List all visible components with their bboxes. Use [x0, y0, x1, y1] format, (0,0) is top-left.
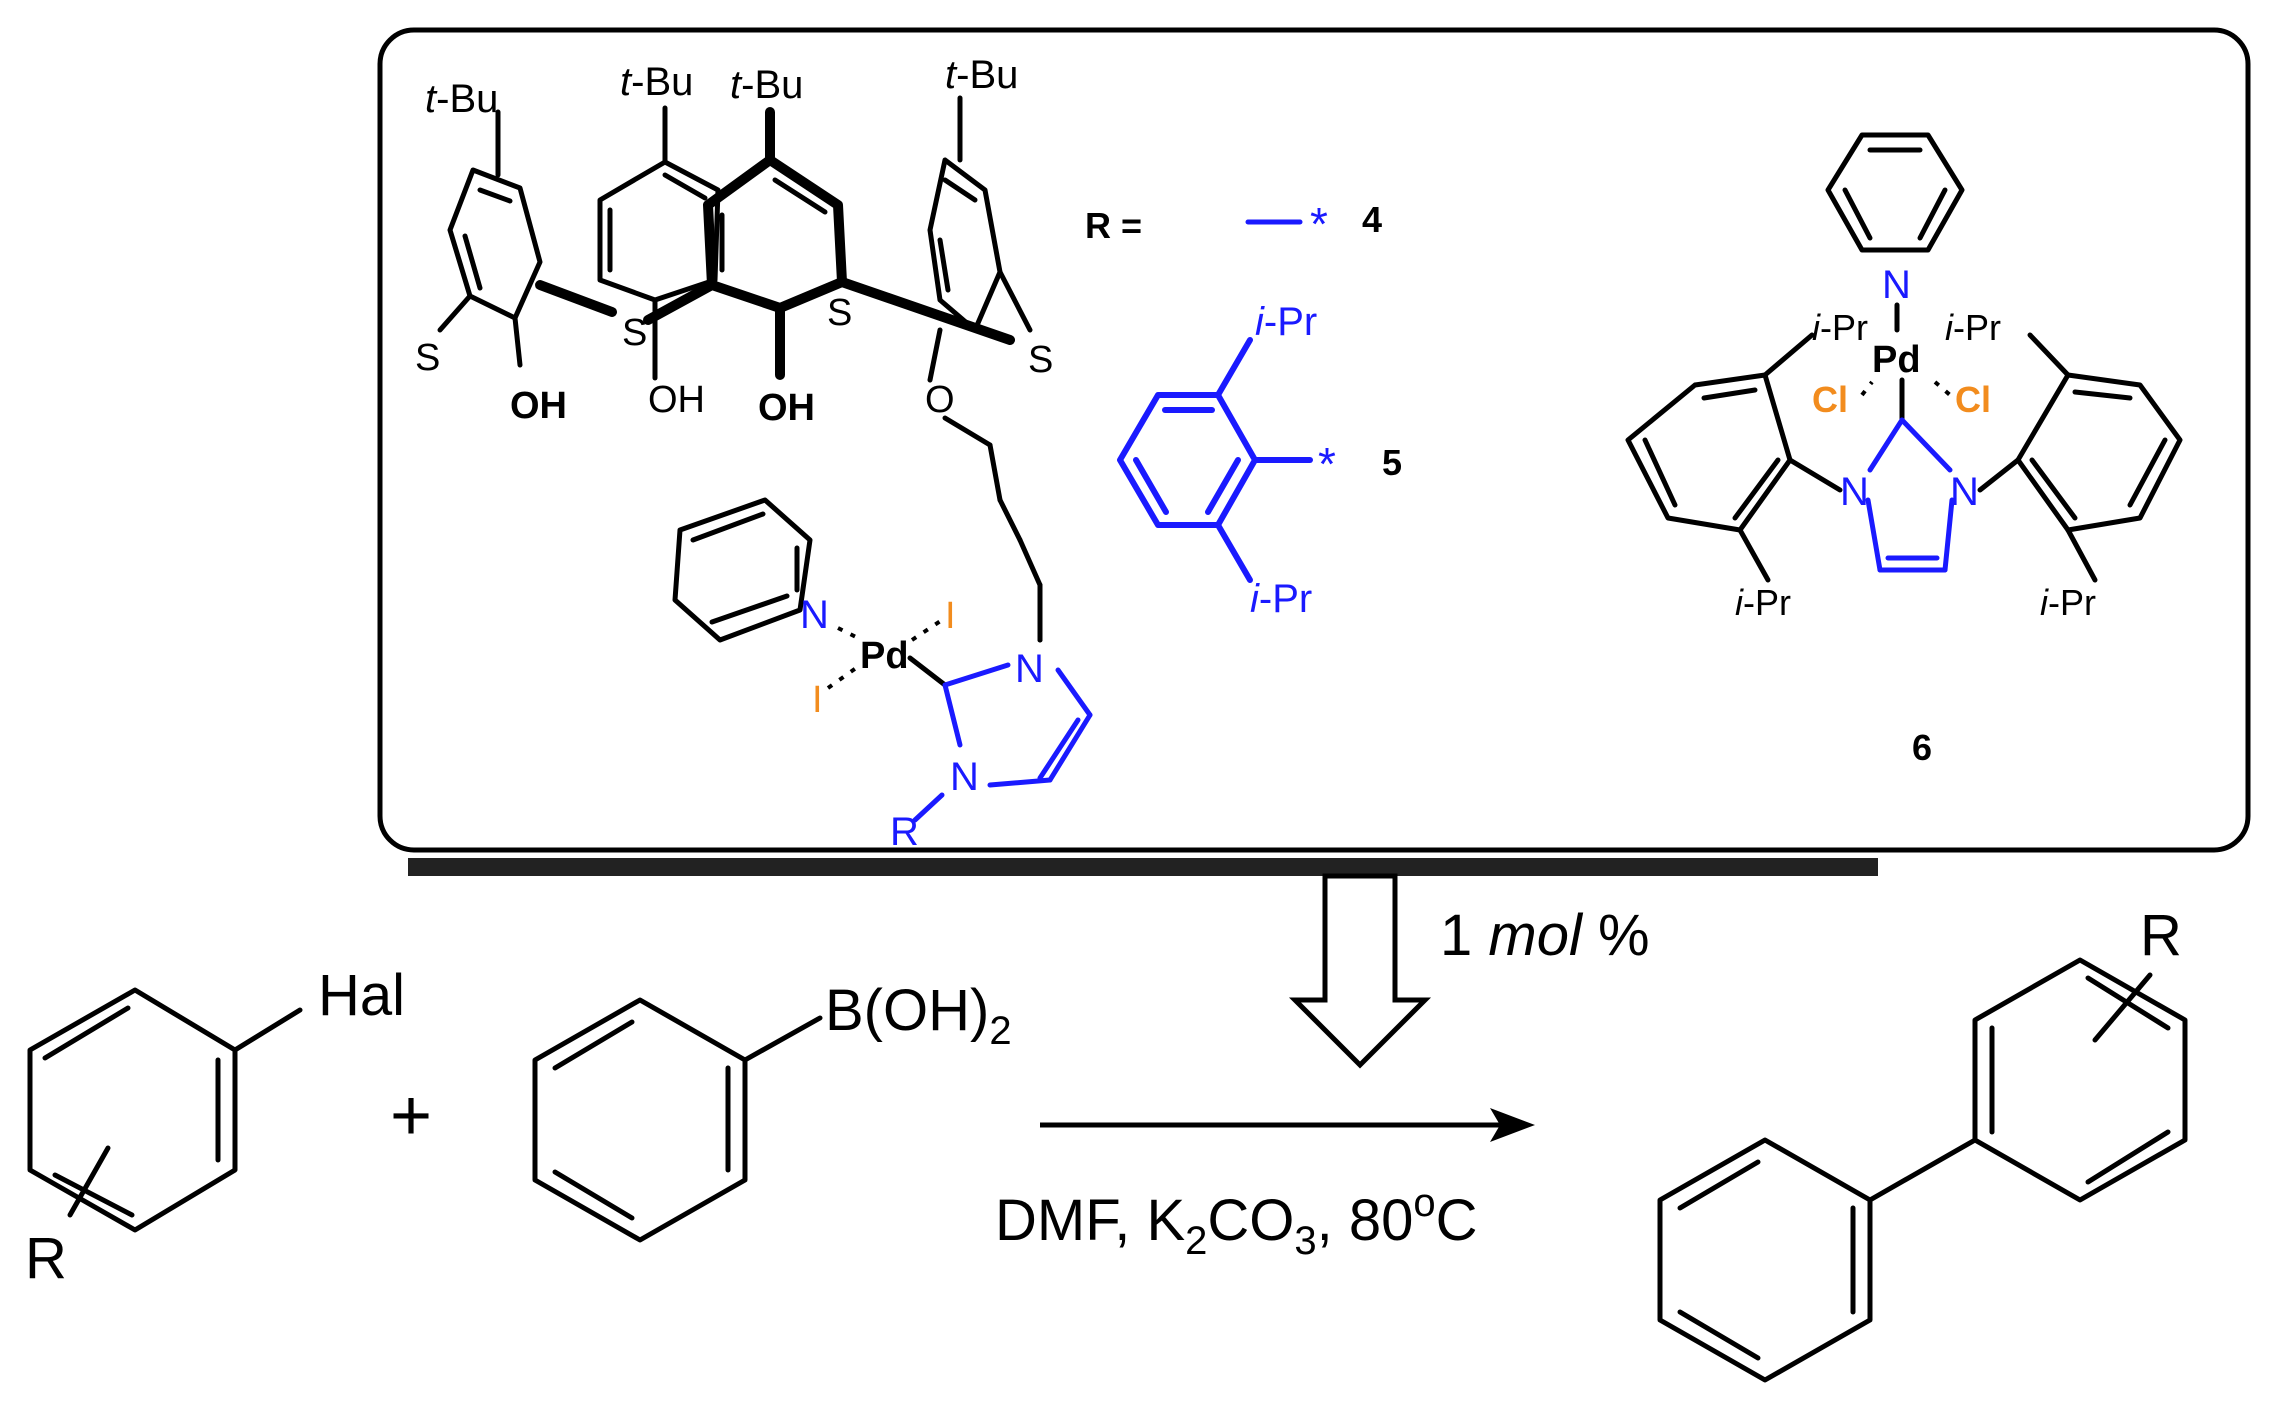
propyl-linker [942, 415, 1043, 643]
sulfur-label-1: S [415, 337, 440, 379]
calix-ring-a [437, 109, 543, 368]
aryl-left-6 [1625, 332, 1843, 583]
catalyst-frame [377, 27, 2251, 876]
nhc-n-label-1: N [1015, 647, 1044, 691]
pd-label-left: Pd [860, 635, 909, 677]
pyridine-left [672, 497, 813, 643]
aryl-right-6 [1977, 332, 2183, 583]
dipp-ring [1117, 337, 1313, 583]
complex6-cl-right: Cl [1955, 379, 1991, 420]
frame-shadow [408, 858, 1878, 876]
tbu-label-2: t-Bu [620, 60, 693, 104]
product-ring-upper [1972, 957, 2188, 1203]
calix-ring-c-inner [719, 177, 828, 273]
pd-i-dashed-bond-1 [910, 618, 944, 642]
methyl-star: * [1310, 198, 1328, 250]
iodide-label-1: I [945, 595, 956, 637]
sulfur-label-4: S [1028, 339, 1053, 381]
oh-label-2: OH [648, 379, 705, 421]
boronic-acid-ring [532, 997, 823, 1243]
product-ring-lower [1657, 1137, 1978, 1383]
o-label: O [925, 379, 955, 421]
nhc-r-label: R [890, 810, 919, 854]
dipp-ipr-bottom: i-Pr [1250, 577, 1312, 621]
complex6-n-label: N [1882, 263, 1911, 307]
label-4: 4 [1362, 199, 1382, 240]
pd-i-dashed-bond-2 [826, 666, 858, 690]
complex6-ipr-left: i-Pr [1812, 307, 1868, 348]
calixarene-complex: t-Bu t-Bu t-Bu t-Bu S S S S OH OH OH O N… [415, 53, 1093, 854]
oh-label-1: OH [510, 385, 567, 427]
pyridine-top [1825, 132, 1965, 253]
complex-6: N Pd i-Pr i-Pr Cl Cl N N [1625, 132, 2183, 768]
reaction-conditions: DMF, K2CO3, 80oC [995, 1181, 1478, 1263]
dipp-ipr-top: i-Pr [1255, 300, 1317, 344]
pd-cl-dashed-2 [1933, 380, 1952, 397]
reaction-arrow [1040, 1108, 1535, 1142]
complex6-ipr-right: i-Pr [1945, 307, 2001, 348]
tbu-label-4: t-Bu [945, 53, 1018, 97]
plus-sign: + [390, 1076, 432, 1156]
n-pd-dashed-bond [837, 626, 863, 642]
nhc-ring-left [912, 662, 1093, 823]
calix-bridge-a [535, 280, 617, 317]
complex6-pd-label: Pd [1872, 339, 1921, 381]
catalyst-hollow-arrow [1288, 873, 1432, 1069]
complex6-cl-left: Cl [1812, 379, 1848, 420]
boronic-acid-label: B(OH)2 [825, 978, 1012, 1053]
aryl-halide-ring [27, 987, 303, 1233]
oh-label-3: OH [758, 387, 815, 429]
halide-label: Hal [318, 963, 405, 1028]
r-definitions: R = * 4 i-Pr i-Pr * 5 [1085, 198, 1402, 621]
complex6-ipr-bottom-left: i-Pr [1735, 582, 1791, 623]
label-5: 5 [1382, 442, 1402, 483]
sulfur-label-3: S [827, 292, 852, 334]
nhc-ring-6 [1865, 417, 1955, 573]
aryl-halide-r-label: R [25, 1226, 67, 1291]
pyridine-n-label: N [800, 593, 829, 637]
r-equals-label: R = [1085, 205, 1142, 246]
complex6-ipr-bottom-right: i-Pr [2040, 582, 2096, 623]
pd-cl-dashed-1 [1860, 380, 1874, 397]
tbu-label-3: t-Bu [730, 63, 803, 107]
dipp-star: * [1318, 438, 1336, 490]
complex6-n-right: N [1950, 470, 1979, 514]
nhc-n-label-2: N [950, 755, 979, 799]
complex6-n-left: N [1840, 470, 1869, 514]
tbu-label-1: t-Bu [425, 77, 498, 121]
calix-ring-d [927, 95, 1033, 383]
product-r-label: R [2140, 903, 2182, 968]
catalyst-loading-label: 1 mol % [1440, 903, 1650, 968]
iodide-label-2: I [812, 679, 823, 721]
sulfur-label-2: S [622, 312, 647, 354]
calix-bridge-cd [837, 277, 1015, 345]
label-6: 6 [1912, 727, 1932, 768]
frame-box [377, 27, 2251, 853]
pd-carbene-bond [907, 655, 948, 688]
